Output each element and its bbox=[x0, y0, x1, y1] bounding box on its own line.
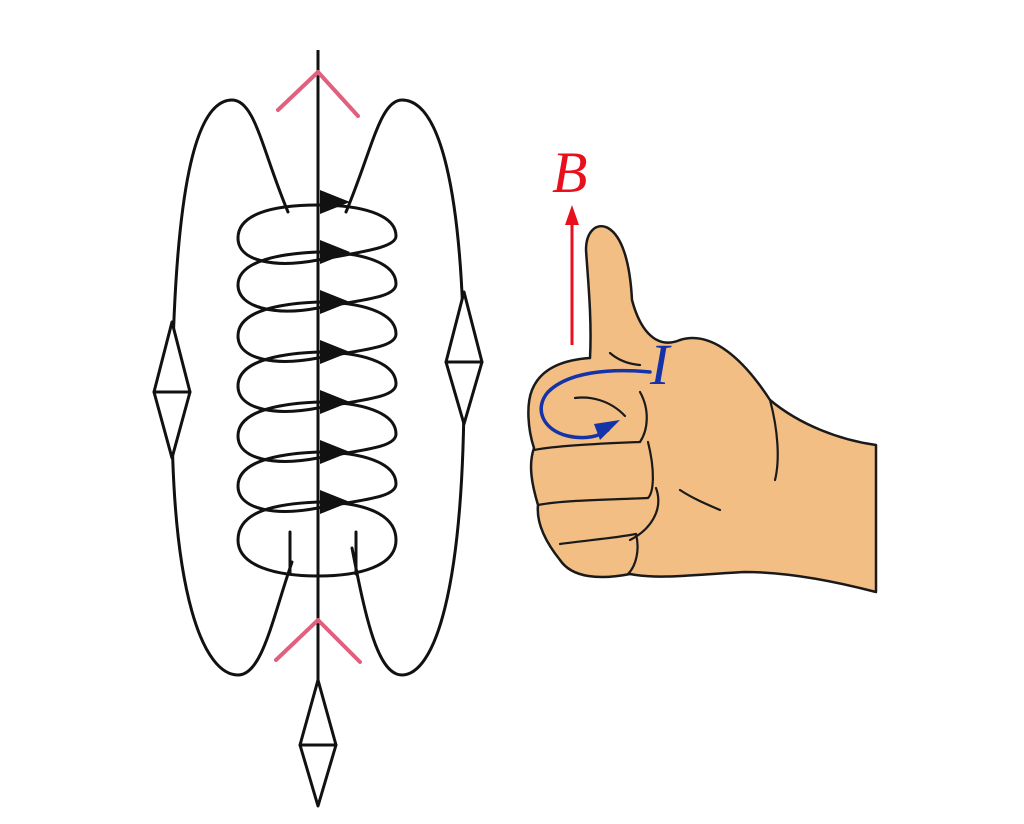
coil-arrowhead bbox=[320, 340, 350, 364]
field-direction-chevron-bottom bbox=[274, 618, 362, 664]
coil-arrowhead bbox=[320, 490, 350, 514]
field-line-markers bbox=[152, 290, 484, 808]
coil-turn bbox=[236, 450, 398, 513]
solenoid-diagram bbox=[152, 50, 484, 808]
magnetic-field-arrow bbox=[565, 205, 579, 345]
hand-finger-lines bbox=[532, 351, 779, 576]
coil-arrowhead bbox=[320, 390, 350, 414]
field-direction-chevron-top bbox=[276, 70, 360, 118]
coil-current-arrows bbox=[320, 190, 350, 514]
current-label: I bbox=[649, 332, 672, 397]
thumbs-up-right-hand-icon bbox=[527, 225, 878, 594]
coil-arrowhead bbox=[320, 440, 350, 464]
coil-turn bbox=[236, 350, 398, 413]
coil-turn bbox=[236, 400, 398, 463]
left-loop-diamond-marker bbox=[152, 320, 192, 460]
coil-turns bbox=[236, 203, 398, 578]
coil-turn bbox=[236, 300, 398, 363]
coil-bottom-turn bbox=[236, 500, 398, 578]
right-hand-rule-illustration: B I bbox=[527, 140, 878, 594]
coil-arrowhead bbox=[320, 240, 350, 264]
right-loop-diamond-marker bbox=[444, 290, 484, 426]
coil-arrowhead bbox=[320, 190, 350, 214]
hand-shape bbox=[527, 225, 878, 594]
coil-arrowhead bbox=[320, 290, 350, 314]
field-line-right-loop bbox=[344, 98, 466, 677]
magnetic-field-label: B bbox=[552, 140, 587, 205]
current-direction-arrow bbox=[539, 368, 652, 440]
axis-diamond-marker bbox=[298, 678, 338, 808]
coil-turn bbox=[236, 203, 398, 265]
coil-turn bbox=[236, 250, 398, 313]
